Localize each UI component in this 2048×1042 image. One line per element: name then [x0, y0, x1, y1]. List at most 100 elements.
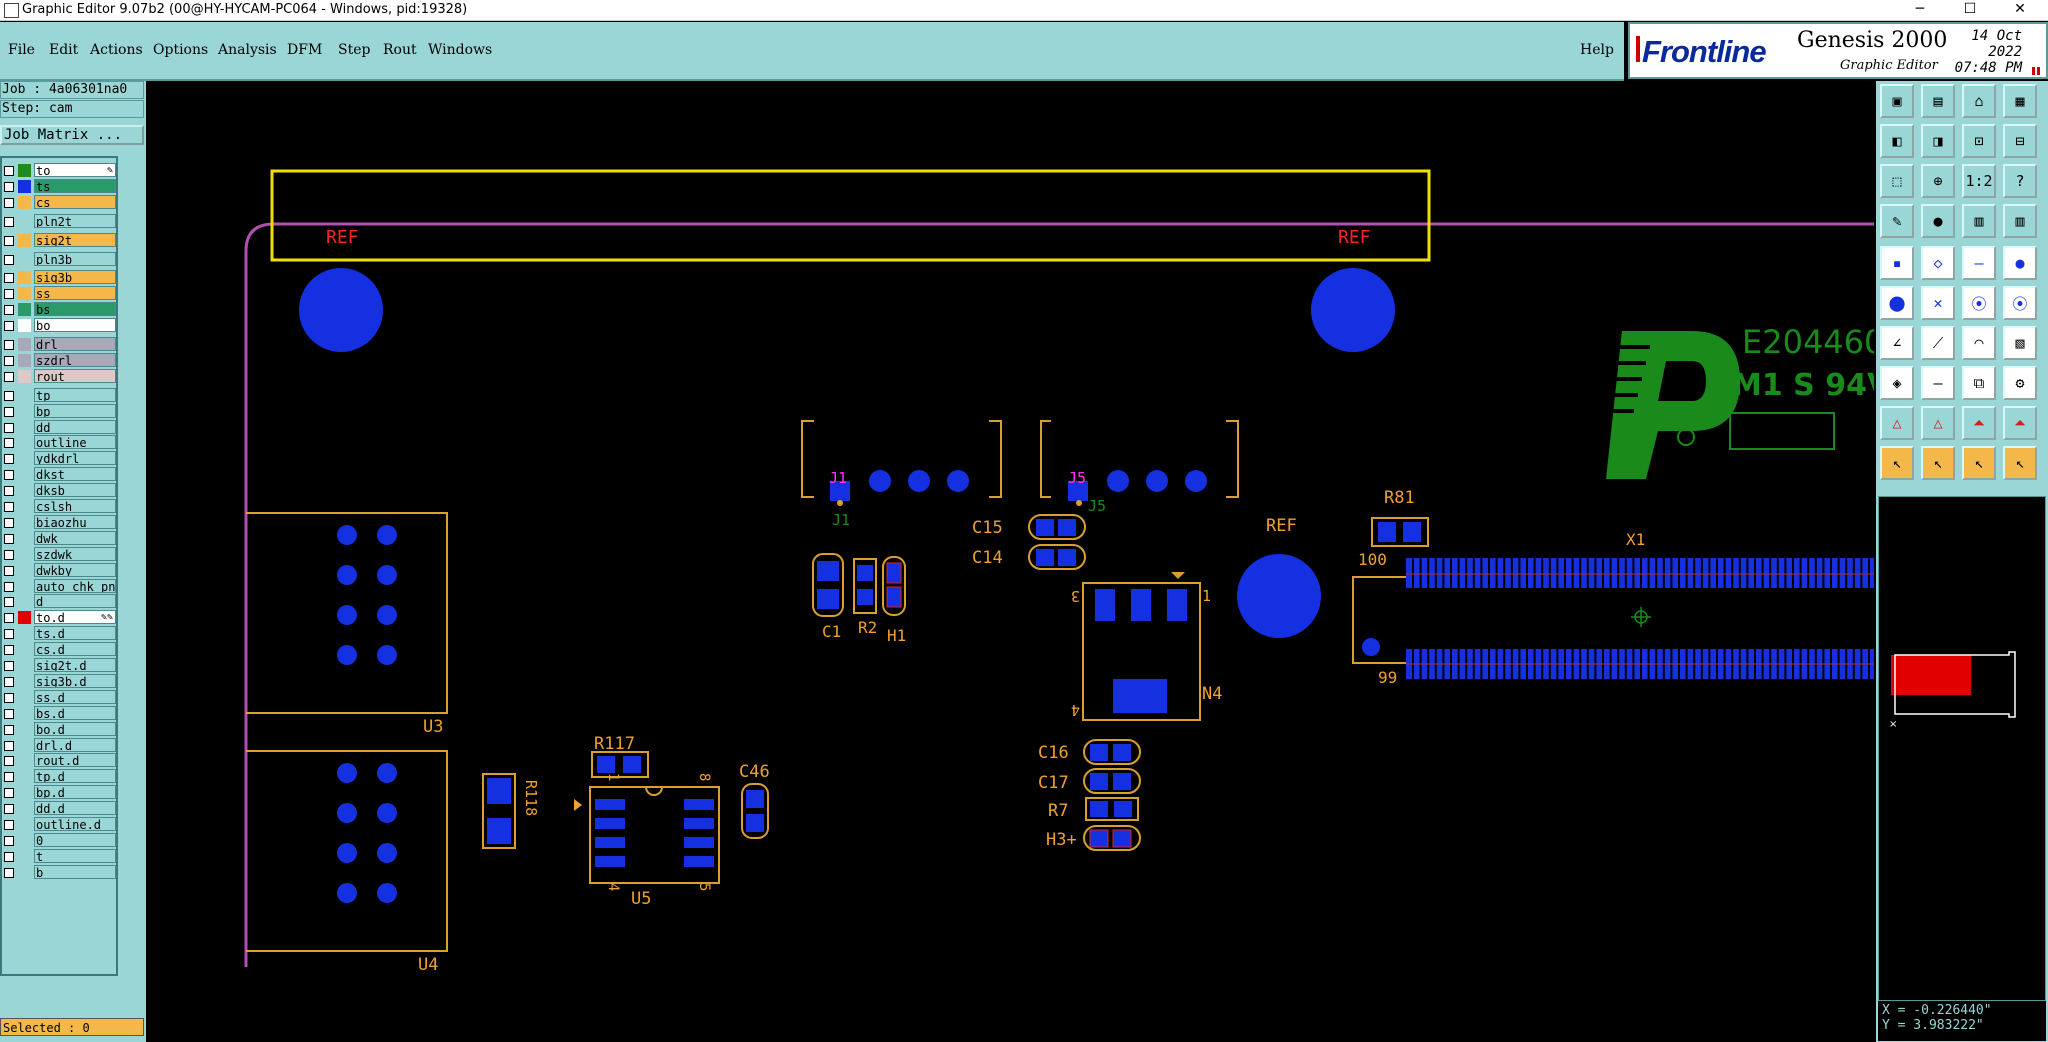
- layer-color-swatch[interactable]: [18, 271, 31, 285]
- layer-checkbox[interactable]: [4, 661, 14, 671]
- layer-color-swatch[interactable]: [18, 531, 31, 545]
- layer-row-ts[interactable]: ts: [2, 178, 116, 194]
- layer-name[interactable]: dwk: [34, 530, 116, 545]
- layer-row-sig2t[interactable]: sig2t: [2, 232, 116, 248]
- layer-row-bs[interactable]: bs: [2, 302, 116, 317]
- layer-color-swatch[interactable]: [18, 214, 31, 228]
- tool-pad2-button[interactable]: ◈: [1880, 366, 1914, 400]
- layer-checkbox[interactable]: [4, 371, 14, 382]
- layer-name[interactable]: drl: [34, 337, 116, 351]
- layer-color-swatch[interactable]: [18, 252, 31, 266]
- layer-name[interactable]: ts.d: [34, 626, 116, 641]
- layer-name[interactable]: to.d✎✎: [34, 610, 116, 625]
- tool-minus-button[interactable]: —: [1921, 366, 1955, 400]
- layer-name[interactable]: pln2t: [34, 213, 116, 228]
- layer-checkbox[interactable]: [4, 756, 14, 767]
- layer-color-swatch[interactable]: [18, 500, 31, 513]
- tool-box-button[interactable]: ⧉: [1962, 366, 1996, 400]
- tool-rect-button[interactable]: ◇: [1921, 246, 1955, 280]
- layer-color-swatch[interactable]: [18, 547, 31, 561]
- menu-actions[interactable]: Actions: [90, 42, 143, 58]
- layer-color-swatch[interactable]: [18, 674, 31, 688]
- layer-color-swatch[interactable]: [18, 706, 31, 720]
- layer-checkbox[interactable]: [4, 406, 14, 417]
- layer-checkbox[interactable]: [4, 289, 14, 300]
- menu-windows[interactable]: Windows: [428, 42, 493, 58]
- menu-step[interactable]: Step: [338, 42, 371, 58]
- layer-row-drl[interactable]: drl: [2, 337, 116, 352]
- tool-tri3-button[interactable]: ⏶: [1962, 406, 1996, 440]
- layer-checkbox[interactable]: [4, 422, 14, 433]
- tool-fit-button[interactable]: ⬚: [1880, 164, 1914, 198]
- layer-row-dkst[interactable]: dkst: [2, 467, 116, 482]
- tool-stack2-button[interactable]: ▥: [2003, 204, 2037, 238]
- layer-name[interactable]: sig3b: [34, 270, 116, 285]
- layer-checkbox[interactable]: [4, 235, 14, 246]
- layer-row-sig3b[interactable]: sig3b: [2, 270, 116, 285]
- layer-name[interactable]: outline: [34, 435, 116, 450]
- layer-color-swatch[interactable]: [18, 303, 31, 317]
- tool-slash-button[interactable]: ⟋: [1921, 326, 1955, 360]
- layer-checkbox[interactable]: [4, 581, 14, 592]
- layer-name[interactable]: sig3b.d: [34, 673, 116, 688]
- layer-name[interactable]: ydkdrl: [34, 451, 116, 466]
- tool-node-button[interactable]: ⬤: [1880, 286, 1914, 320]
- layer-row-sig2t-d[interactable]: sig2t.d: [2, 658, 116, 673]
- layer-color-swatch[interactable]: [18, 484, 31, 498]
- layer-row-szdrl[interactable]: szdrl: [2, 352, 116, 368]
- layer-color-swatch[interactable]: [18, 849, 31, 863]
- layer-name[interactable]: tp.d: [34, 769, 116, 784]
- layer-row-dd-d[interactable]: dd.d: [2, 801, 116, 816]
- layer-row-bo[interactable]: bo: [2, 318, 116, 333]
- layer-checkbox[interactable]: [4, 613, 14, 624]
- layer-checkbox[interactable]: [4, 772, 14, 783]
- tool-screen-button[interactable]: ▣: [1880, 84, 1914, 118]
- layer-name[interactable]: dkst: [34, 467, 116, 482]
- layer-color-swatch[interactable]: [18, 579, 31, 593]
- layer-row-drl-d[interactable]: drl.d: [2, 737, 116, 753]
- tool-1:2-button[interactable]: 1:2: [1962, 164, 1996, 198]
- tool-edit-button[interactable]: ∠: [1880, 326, 1914, 360]
- layer-name[interactable]: bp.d: [34, 785, 116, 800]
- layer-name[interactable]: ss: [34, 286, 116, 301]
- tool-step-button[interactable]: ⊟: [2003, 124, 2037, 158]
- layer-name[interactable]: drl.d: [34, 737, 116, 752]
- layer-row-to-d[interactable]: to.d✎✎: [2, 610, 116, 625]
- layer-color-swatch[interactable]: [18, 353, 31, 367]
- layer-color-swatch[interactable]: [18, 659, 31, 672]
- tool-tape-button[interactable]: ✎: [1880, 204, 1914, 238]
- layer-checkbox[interactable]: [4, 197, 14, 208]
- layer-row-cs[interactable]: cs: [2, 194, 116, 210]
- layer-row-dwkby[interactable]: dwkby: [2, 562, 116, 578]
- layer-checkbox[interactable]: [4, 820, 14, 830]
- layer-name[interactable]: biaozhu: [34, 514, 116, 529]
- tool-screen-down-button[interactable]: ▤: [1921, 84, 1955, 118]
- layer-color-swatch[interactable]: [18, 563, 31, 577]
- layer-name[interactable]: pln3b: [34, 251, 116, 266]
- layer-row-ydkdrl[interactable]: ydkdrl: [2, 451, 116, 466]
- layer-name[interactable]: bp: [34, 403, 116, 418]
- layer-row-ts-d[interactable]: ts.d: [2, 626, 116, 641]
- layer-color-swatch[interactable]: [18, 770, 31, 784]
- layer-color-swatch[interactable]: [18, 468, 31, 482]
- layer-name[interactable]: ts: [34, 178, 116, 193]
- layer-row-cs-d[interactable]: cs.d: [2, 642, 116, 657]
- layer-row-dwk[interactable]: dwk: [2, 530, 116, 546]
- layer-row-biaozhu[interactable]: biaozhu: [2, 514, 116, 530]
- layer-color-swatch[interactable]: [18, 818, 31, 831]
- layer-checkbox[interactable]: [4, 645, 14, 656]
- layer-row-d[interactable]: d: [2, 594, 116, 609]
- layer-checkbox[interactable]: [4, 740, 14, 751]
- layer-color-swatch[interactable]: [18, 738, 31, 752]
- layer-checkbox[interactable]: [4, 486, 14, 497]
- layer-color-swatch[interactable]: [18, 420, 31, 434]
- layer-color-swatch[interactable]: [18, 833, 31, 847]
- layer-color-swatch[interactable]: [18, 233, 31, 247]
- layer-checkbox[interactable]: [4, 517, 14, 528]
- tool-hatch-button[interactable]: ▧: [2003, 326, 2037, 360]
- layer-row-to[interactable]: to✎: [2, 163, 116, 178]
- layer-row-dksb[interactable]: dksb: [2, 483, 116, 498]
- layer-checkbox[interactable]: [4, 166, 14, 176]
- layer-row-b[interactable]: b: [2, 864, 116, 880]
- maximize-button[interactable]: ☐: [1963, 1, 1977, 17]
